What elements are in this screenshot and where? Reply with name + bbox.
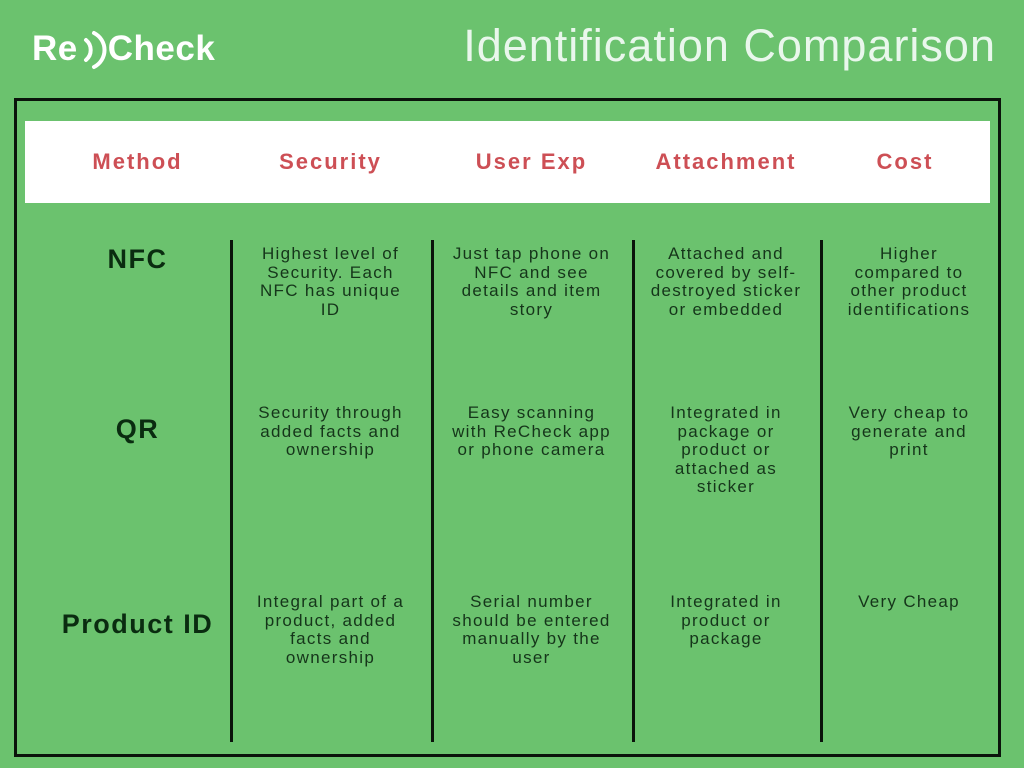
product-id-security-cell: Integral part of a product, added facts …: [256, 592, 405, 667]
column-header-method: Method: [92, 149, 183, 174]
column-header-cost: Cost: [876, 149, 934, 174]
comparison-table: Method Security User Exp Attachment Cost…: [14, 98, 1001, 757]
column-divider: [632, 240, 635, 742]
product-id-user-exp-cell: Serial number should be entered manually…: [452, 592, 611, 667]
nfc-security-cell: Highest level of Security. Each NFC has …: [259, 244, 402, 319]
table-row-nfc: NFC Highest level of Security. Each NFC …: [17, 203, 998, 365]
nfc-user-exp-cell: Just tap phone on NFC and see details an…: [452, 244, 611, 319]
logo-sound-waves-icon: [83, 31, 107, 69]
product-id-attachment-cell: Integrated in product or package: [670, 592, 782, 648]
method-label-qr: QR: [115, 414, 160, 444]
method-label-nfc: NFC: [107, 244, 168, 274]
nfc-cost-cell: Higher compared to other product identif…: [847, 244, 971, 319]
column-divider: [431, 240, 434, 742]
qr-security-cell: Security through added facts and ownersh…: [258, 403, 403, 459]
page-title: Identification Comparison: [463, 20, 996, 71]
qr-cost-cell: Very cheap to generate and print: [848, 403, 970, 459]
table-header-row: Method Security User Exp Attachment Cost: [25, 121, 990, 203]
logo-text-check: Check: [107, 29, 216, 68]
column-divider: [820, 240, 823, 742]
nfc-attachment-cell: Attached and covered by self-destroyed s…: [650, 244, 802, 319]
qr-attachment-cell: Integrated in package or product or atta…: [670, 403, 782, 496]
table-row-qr: QR Security through added facts and owne…: [17, 365, 998, 555]
table-body: NFC Highest level of Security. Each NFC …: [17, 203, 998, 754]
qr-user-exp-cell: Easy scanning with ReCheck app or phone …: [452, 403, 611, 459]
column-header-user-exp: User Exp: [475, 149, 588, 174]
method-label-product-id: Product ID: [61, 609, 214, 639]
recheck-logo: Re Check: [32, 22, 215, 76]
column-divider: [230, 240, 233, 742]
column-header-security: Security: [279, 149, 382, 174]
logo-text-re: Re: [32, 29, 78, 68]
product-id-cost-cell: Very Cheap: [858, 592, 960, 611]
table-row-product-id: Product ID Integral part of a product, a…: [17, 555, 998, 754]
column-header-attachment: Attachment: [655, 149, 797, 174]
